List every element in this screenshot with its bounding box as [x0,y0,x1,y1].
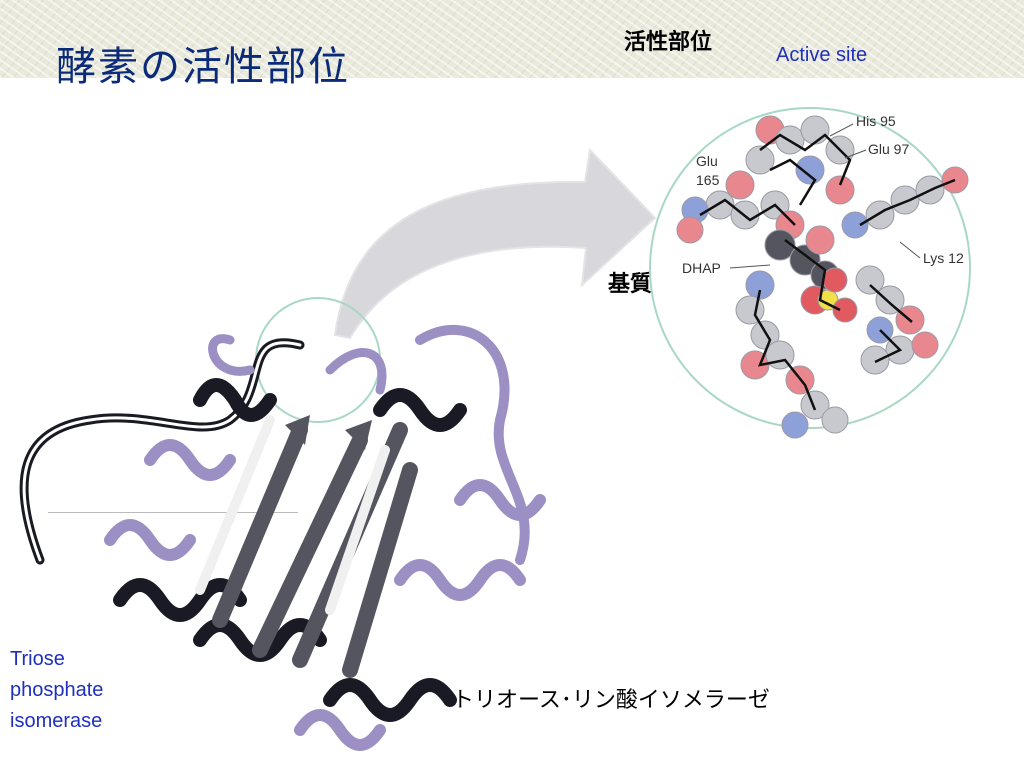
active-site-label-en: Active site [776,44,868,66]
substrate-label-ja: 基質 [608,272,653,297]
residue-label-glu97: Glu 97 [868,141,909,157]
label-leader-lines [729,123,921,269]
slide-title: 酵素の活性部位 [56,44,350,90]
residue-label-glu165-line1: Glu [696,153,718,169]
residue-label-lys12: Lys 12 [923,250,964,266]
ribbon-structure [19,324,546,751]
residue-label-his95: His 95 [856,113,896,129]
header-band [0,0,1024,78]
space-filling-atoms [676,115,969,439]
divider-line [48,512,298,513]
enzyme-name-ja: トリオース･リン酸イソメラーゼ [452,688,770,713]
stick-bonds [699,133,956,411]
residue-label-dhap: DHAP [682,260,721,276]
enzyme-name-en: Triose phosphate isomerase [10,644,103,737]
active-site-label-ja: 活性部位 [624,30,713,55]
enzyme-name-line: phosphate [10,679,104,701]
enzyme-name-line: isomerase [10,710,103,732]
enzyme-name-line: Triose [10,648,65,670]
residue-label-glu165-line2: 165 [696,172,720,188]
magnify-arrow [333,147,657,340]
